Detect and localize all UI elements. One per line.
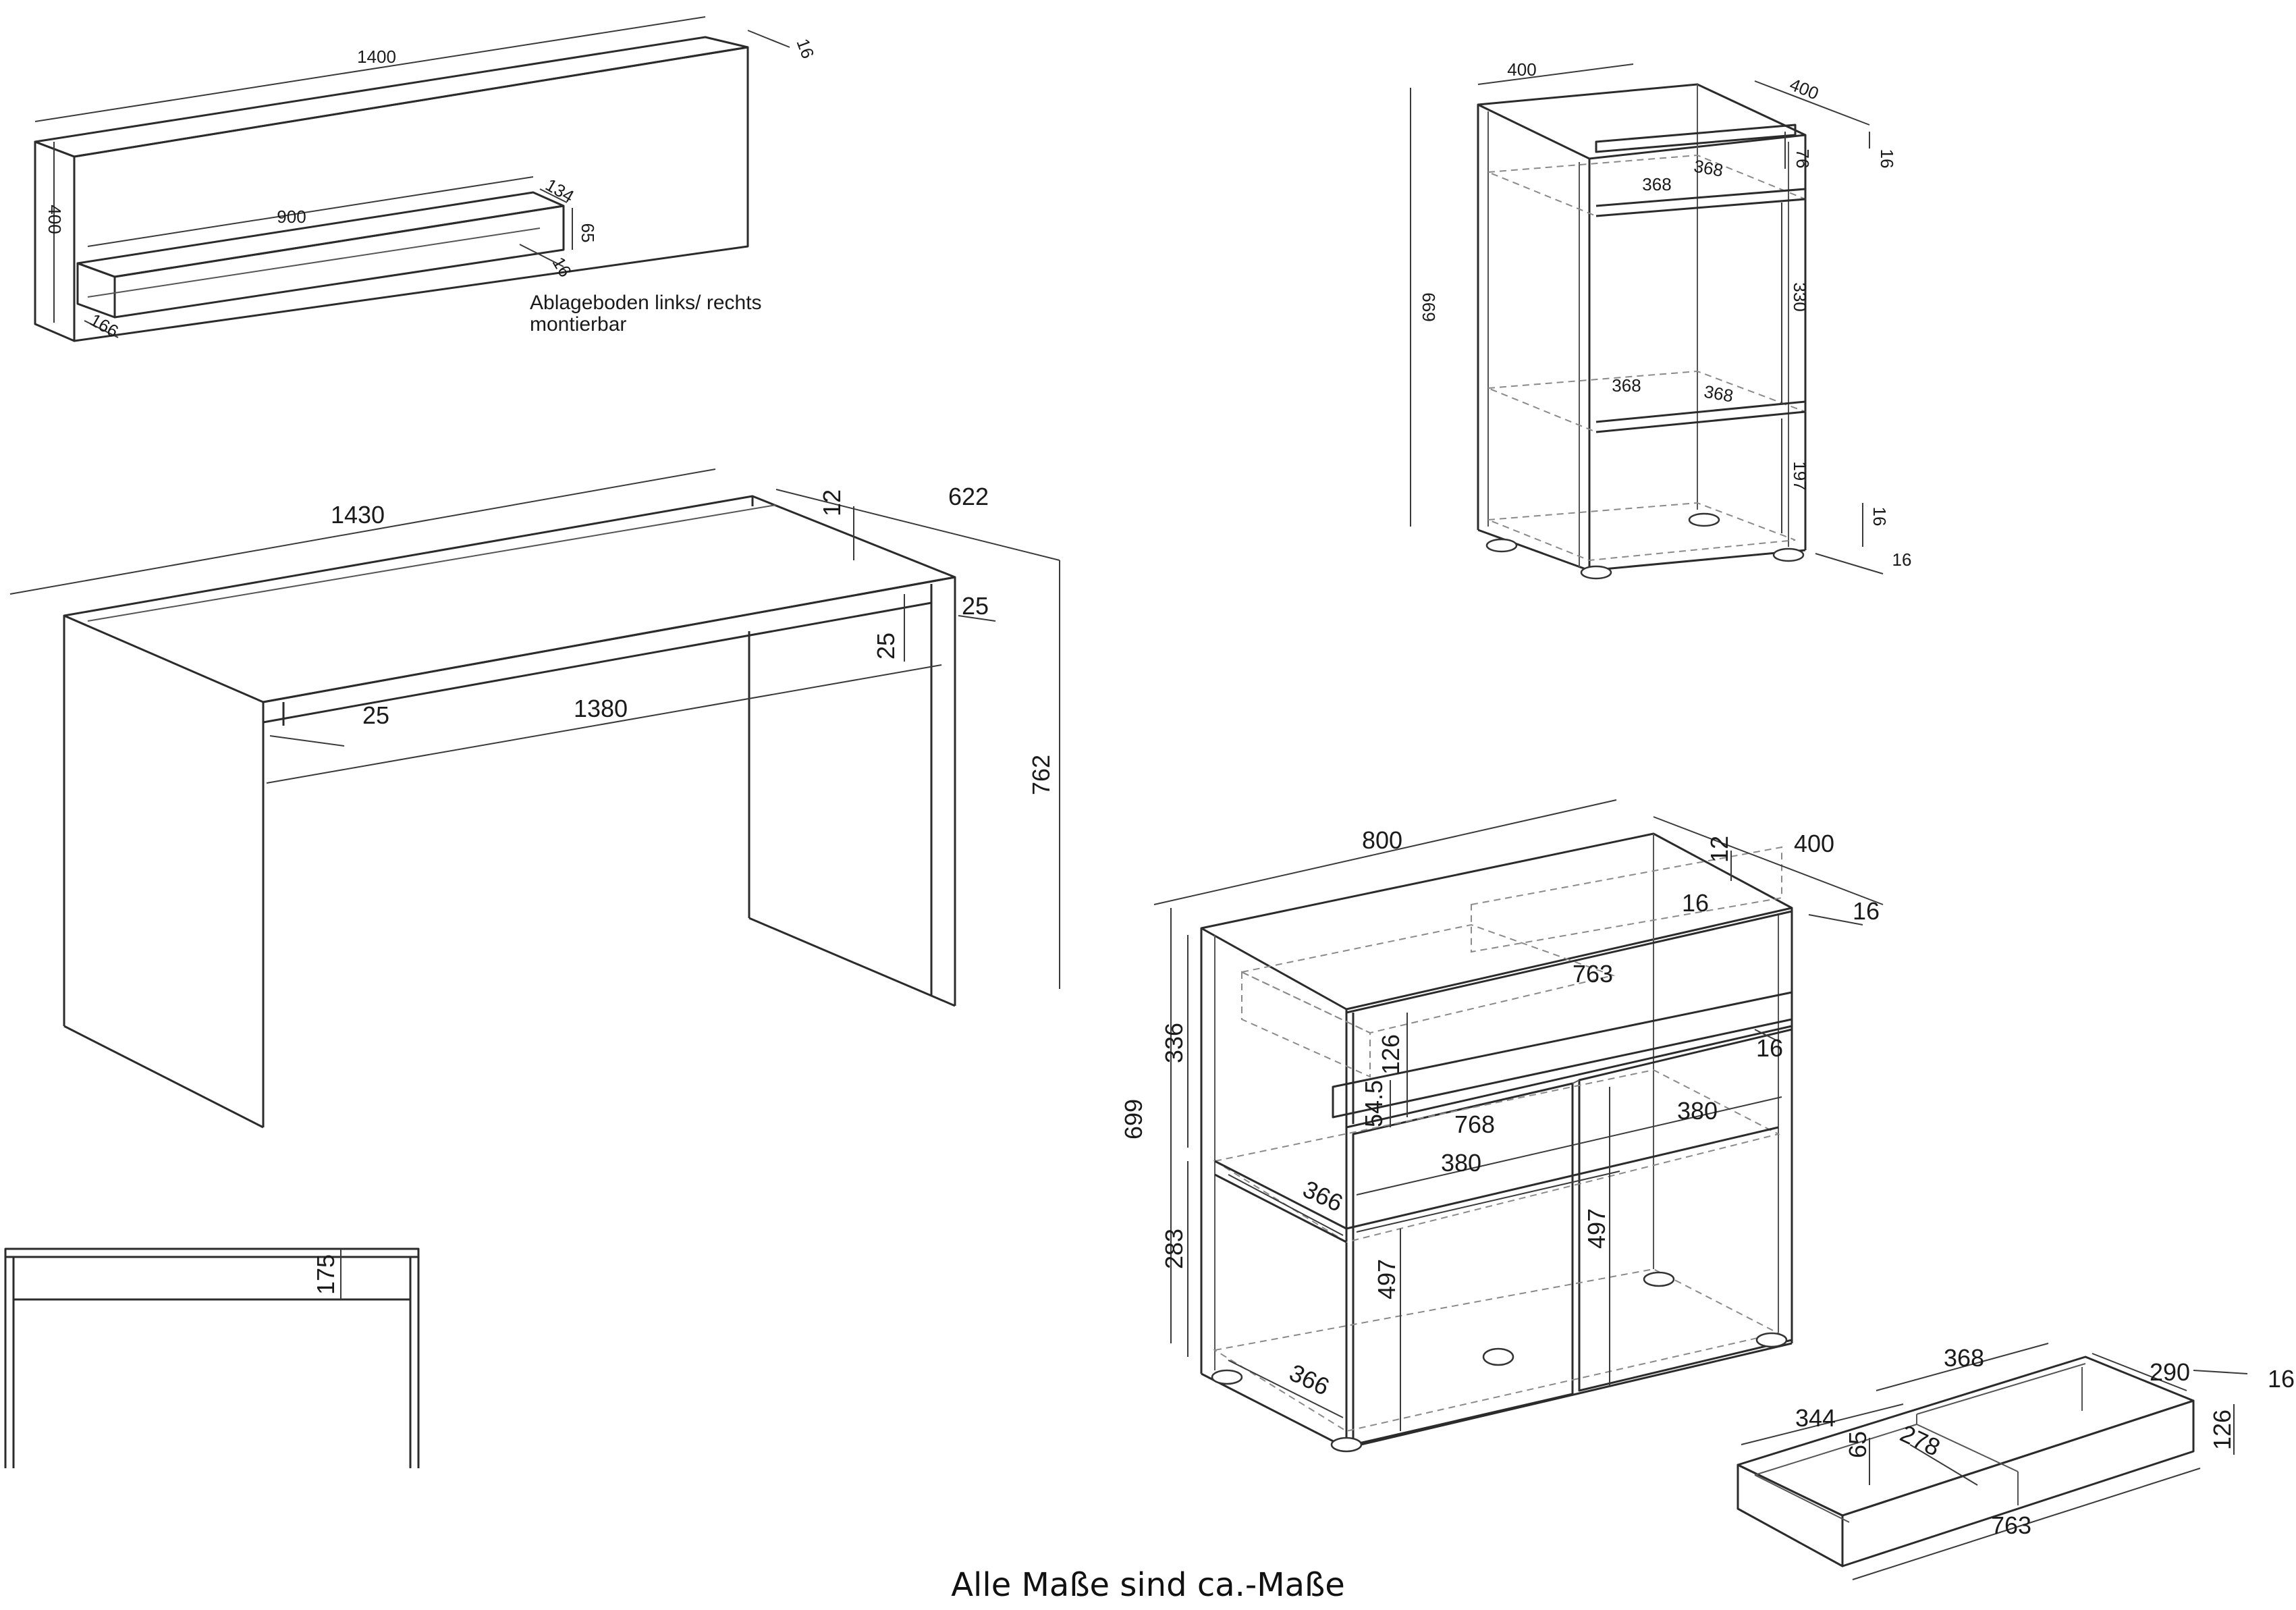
drawer-detail-drawing — [1737, 1343, 2248, 1580]
sideboard-upper-height-label: 336 — [1160, 1023, 1188, 1063]
desk-apron-height-label: 25 — [872, 633, 900, 660]
desk-drawing — [9, 468, 1060, 1129]
sideboard-door-height-right-label: 497 — [1583, 1208, 1610, 1249]
small-shelf-width-label: 900 — [277, 207, 306, 227]
side-cabinet-middle-gap-label: 330 — [1790, 282, 1810, 311]
drawer-side-height-label: 65 — [1844, 1431, 1871, 1458]
desk-inner-offset-label: 25 — [362, 701, 389, 729]
sideboard-front-thickness-label: 16 — [1756, 1034, 1783, 1062]
sideboard-total-height-label: 699 — [1120, 1099, 1147, 1139]
drawer-left-inner-label: 344 — [1795, 1404, 1836, 1432]
wall-shelf-width-label: 1400 — [357, 47, 396, 67]
drawer-side-depth-label: 278 — [1896, 1419, 1944, 1461]
desk-side-apron-label: 175 — [312, 1254, 339, 1295]
sideboard-top-thickness-label: 12 — [1705, 836, 1733, 863]
desk-height-label: 762 — [1027, 755, 1055, 795]
side-cabinet-bottom-gap-label: 197 — [1790, 461, 1810, 490]
sideboard-shelf-width-label: 768 — [1454, 1110, 1495, 1138]
side-cabinet-shelf1-width-label: 368 — [1642, 174, 1671, 194]
side-cabinet-base-side-label: 16 — [1892, 549, 1912, 570]
small-shelf-depth-label: 134 — [542, 174, 578, 207]
sideboard-side-thickness-label: 16 — [1853, 897, 1880, 925]
side-cabinet-drawing — [1410, 63, 1884, 580]
desk-width-label: 1430 — [331, 501, 385, 529]
sideboard-drawer-front-label: 16 — [1682, 889, 1709, 917]
desk-inner-width-label: 1380 — [574, 695, 628, 722]
sideboard-width-label: 800 — [1362, 826, 1402, 854]
drawer-front-width-label: 763 — [1991, 1511, 2031, 1539]
side-cabinet-base-thickness-label: 16 — [1869, 507, 1890, 527]
sideboard-depth-label: 400 — [1794, 830, 1834, 857]
sideboard-drawing — [1153, 799, 1884, 1453]
wall-shelf-height-label: 400 — [45, 205, 65, 234]
small-shelf-thickness-label: 16 — [549, 253, 576, 280]
sideboard-inner-drawer-width-label: 763 — [1573, 960, 1613, 988]
drawer-inner-width-label: 368 — [1944, 1344, 1984, 1372]
desk-depth-label: 622 — [948, 483, 989, 510]
side-cabinet-depth-label: 400 — [1787, 74, 1822, 104]
sideboard-drawer-height-label: 126 — [1377, 1034, 1404, 1075]
sideboard-shelf-side-depth-label: 366 — [1299, 1175, 1347, 1217]
small-shelf-height-label: 65 — [578, 223, 598, 243]
sideboard-rail-height-label: 54.5 — [1360, 1080, 1388, 1127]
sideboard-shelf-depth-left-label: 380 — [1441, 1149, 1481, 1177]
side-cabinet-top-gap-label: 76 — [1793, 149, 1813, 169]
desk-side-thickness-label: 25 — [962, 592, 989, 620]
drawer-thickness-label: 16 — [2268, 1365, 2295, 1393]
sideboard-floor-depth-label: 366 — [1285, 1358, 1334, 1401]
sideboard-door-height-left-label: 497 — [1373, 1259, 1400, 1299]
wall-shelf-drawing — [34, 16, 790, 342]
desk-side-view-drawing — [4, 1247, 420, 1468]
wall-shelf-note-line1: Ablageboden links/ rechts — [530, 292, 762, 314]
side-cabinet-shelf2-depth-label: 368 — [1703, 381, 1735, 406]
side-cabinet-shelf1-depth-label: 368 — [1693, 156, 1725, 181]
desk-top-thickness-label: 12 — [818, 489, 846, 516]
side-cabinet-height-label: 669 — [1419, 292, 1439, 321]
sideboard-lower-height-label: 283 — [1160, 1229, 1188, 1269]
footer-note: Alle Maße sind ca.-Maße — [951, 1566, 1345, 1604]
drawer-depth-label: 290 — [2150, 1358, 2190, 1386]
side-cabinet-shelf2-width-label: 368 — [1612, 375, 1641, 396]
wall-shelf-depth-label: 16 — [792, 36, 818, 61]
wall-shelf-note-line2: montierbar — [530, 313, 626, 336]
side-cabinet-width-label: 400 — [1507, 59, 1536, 80]
sideboard-shelf-depth-right-label: 380 — [1677, 1097, 1718, 1125]
side-cabinet-top-thickness-label: 16 — [1877, 149, 1897, 169]
drawer-height-label: 126 — [2208, 1410, 2236, 1450]
